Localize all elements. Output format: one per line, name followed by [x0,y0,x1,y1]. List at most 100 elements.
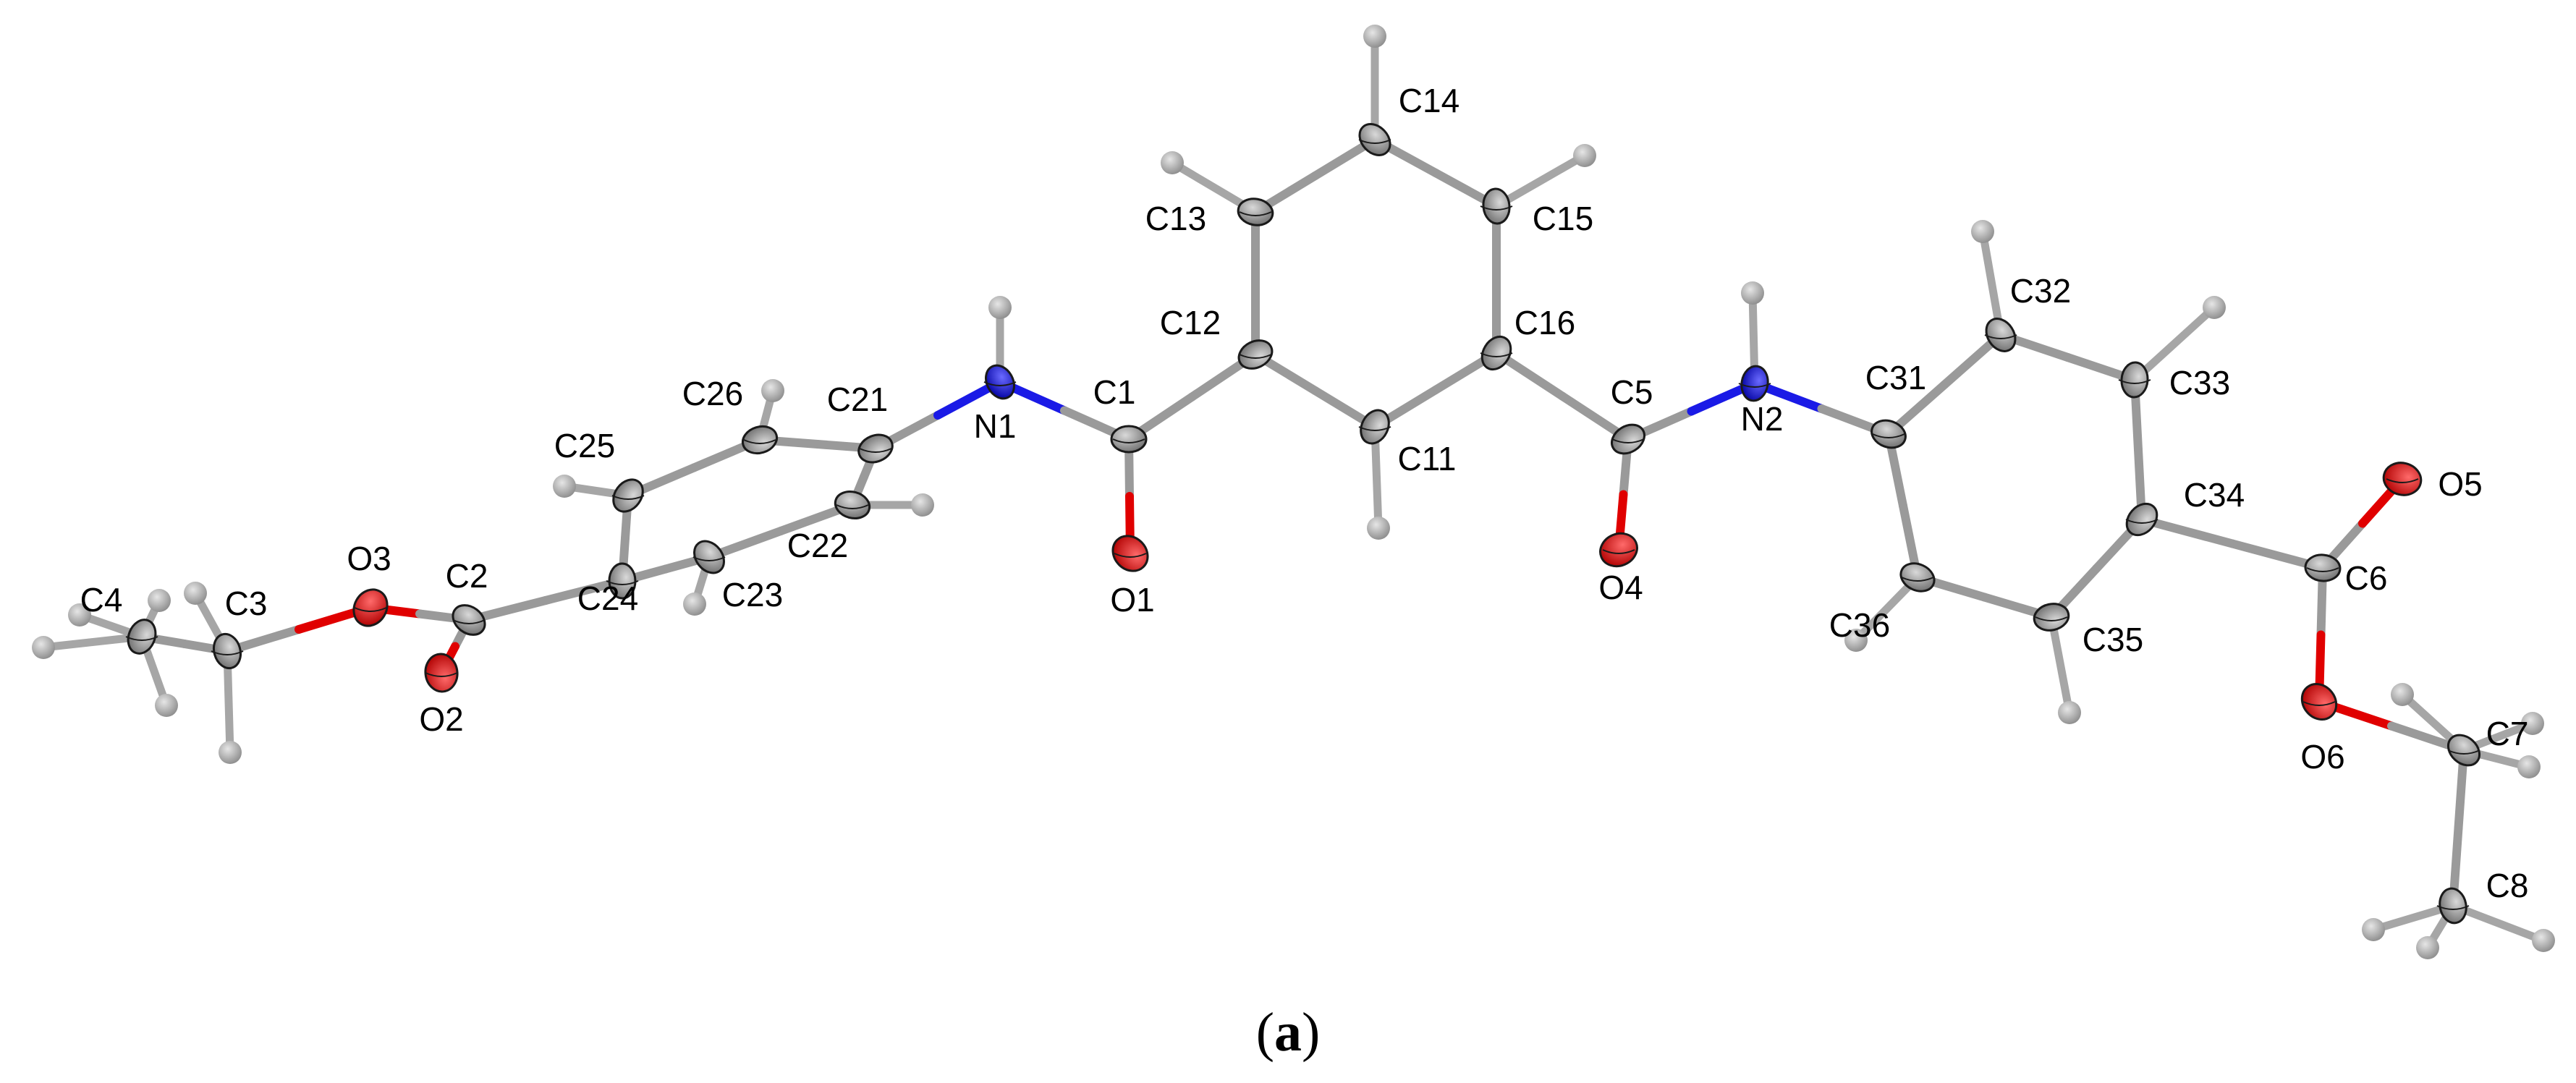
atom-principal-axis-c13 [1239,211,1272,216]
atom-label-o6: O6 [2300,738,2344,776]
atom-c14 [1358,123,1391,156]
atom-o3 [352,588,389,627]
bond-C33-H18 [2130,303,2219,384]
atom-n2 [1738,365,1771,402]
atom-label-c32: C32 [2010,272,2071,310]
atom-ellipsoid-o4 [1599,532,1638,568]
atom-ellipsoid-c8 [2439,887,2467,925]
atom-label-c34: C34 [2184,476,2245,514]
atom-ellipsoid-c25 [612,478,644,513]
atom-c3 [211,632,244,670]
atom-c7 [2446,734,2481,767]
hydrogen-atom-C3-6 [219,741,242,764]
atom-ellipsoid-c34 [2125,502,2158,537]
atom-label-c25: C25 [554,427,615,464]
hydrogen-atom-C8-24 [2362,918,2385,941]
atom-c16 [1480,335,1513,371]
atom-principal-axis-c32 [1984,334,2017,339]
atom-ellipsoid-c16 [1480,335,1512,371]
atom-ellipsoid-c3 [212,632,242,670]
atom-label-c22: C22 [787,527,848,564]
bond-C4-H3 [39,632,146,652]
hydrogen-atom-C13-12 [1161,151,1184,174]
atom-c6 [2304,553,2342,582]
atom-principal-axis-c34 [2125,519,2158,524]
atom-c13 [1237,198,1274,226]
bond-C35-H19 [2047,613,2074,717]
caption-open-paren: ( [1256,1002,1274,1063]
atom-ellipsoid-c24 [608,562,637,600]
atom-n1 [983,364,1017,400]
atom-principal-axis-c22 [836,504,869,509]
atom-label-c35: C35 [2083,621,2143,658]
atom-principal-axis-c33 [2118,379,2151,384]
hydrogen-atom-C36-20 [1844,629,1868,652]
atom-principal-axis-c35 [2035,616,2068,621]
atom-label-c16: C16 [1514,304,1575,341]
atom-label-n1: N1 [974,407,1017,445]
atom-ellipsoid-c5 [1611,423,1645,455]
atom-ellipsoid-c12 [1237,339,1274,370]
atom-principal-axis-o1 [1114,553,1147,558]
atom-principal-axis-c2 [452,619,486,624]
atom-c35 [2033,603,2070,632]
atom-ellipsoid-c15 [1482,187,1511,225]
atom-label-c7: C7 [2486,715,2529,752]
bonds-layer [137,135,2468,910]
atom-label-o5: O5 [2438,465,2482,503]
atoms-layer [125,123,2481,925]
hydrogen-atom-C7-23 [2517,755,2541,778]
atom-label-c26: C26 [682,375,743,412]
atom-principal-axis-o2 [425,672,458,677]
caption-letter: a [1274,1002,1302,1063]
atom-ellipsoid-n2 [1740,365,1769,402]
atom-principal-axis-c15 [1480,205,1513,211]
hydrogen-atom-C4-3 [32,636,55,659]
atom-label-c8: C8 [2486,867,2529,904]
atom-c24 [606,562,639,600]
atom-label-c31: C31 [1865,359,1926,396]
atom-label-o2: O2 [419,700,463,738]
atom-principal-axis-o6 [2302,701,2336,706]
atom-c26 [741,425,779,455]
atom-c8 [2436,887,2470,925]
atom-principal-axis-c8 [2436,905,2470,910]
atom-label-c12: C12 [1160,304,1221,341]
atom-o6 [2300,683,2338,721]
atom-ellipsoid-c21 [857,433,894,464]
atom-principal-axis-o3 [354,607,387,612]
hydrogen-atom-C4-4 [155,694,178,717]
atom-ellipsoid-c14 [1358,123,1391,156]
atom-ellipsoid-o1 [1111,535,1149,572]
atom-label-c15: C15 [1533,200,1593,237]
atom-principal-axis-c12 [1239,354,1272,359]
bond-C34-C6-half-1 [2138,515,2237,548]
bond-C8-H26 [2449,901,2548,945]
atom-c15 [1480,187,1513,225]
atom-ellipsoid-c2 [452,604,486,636]
atom-principal-axis-c25 [611,495,645,500]
atom-label-c6: C6 [2345,559,2388,597]
hydrogen-atom-C26-8 [761,379,784,402]
atom-ellipsoid-o6 [2300,683,2338,721]
atom-c21 [857,433,894,464]
hydrogen-atom-C8-25 [2416,936,2439,959]
atom-principal-axis-c26 [743,439,776,444]
hydrogen-atom-C11-15 [1367,517,1390,540]
atom-label-c2: C2 [446,557,488,595]
hydrogen-atom-C15-14 [1573,144,1596,167]
hydrogen-atom-C7-21 [2391,683,2414,706]
atom-c25 [611,478,645,513]
atom-ellipsoid-c11 [1360,409,1390,445]
atom-ellipsoid-c23 [693,540,725,574]
atom-principal-axis-c1 [1112,438,1145,443]
atom-c33 [2118,361,2151,399]
atom-c36 [1899,562,1936,593]
hydrogen-atom-C4-2 [148,589,171,612]
bond-C15-H14 [1492,151,1589,211]
hydrogen-atom-C22-9 [911,493,934,517]
atom-principal-axis-c7 [2447,749,2480,755]
atom-ellipsoid-c7 [2446,734,2481,767]
atom-label-c14: C14 [1399,82,1459,119]
